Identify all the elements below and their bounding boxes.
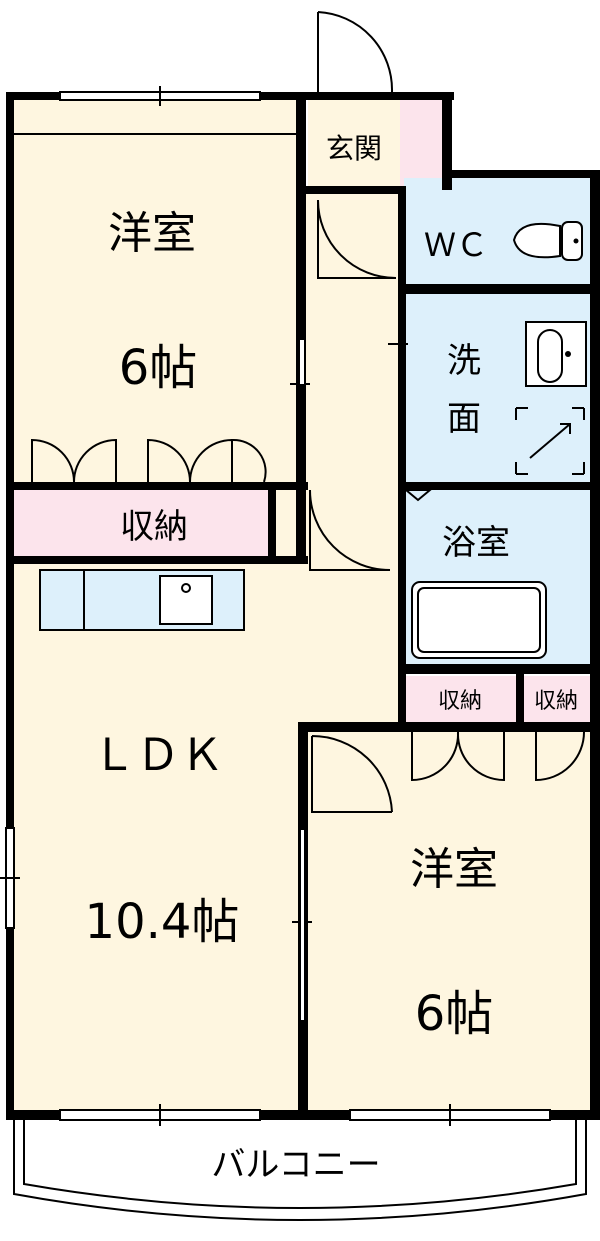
kitchen-sink-icon — [83, 570, 213, 630]
ldk-floor-upper — [272, 486, 398, 730]
balcony-outline — [13, 1120, 587, 1221]
toilet-icon — [512, 221, 583, 261]
storage-top-label: 収納 — [120, 507, 188, 547]
storage-right-2-label: 収納 — [534, 689, 578, 714]
western-room-top-floor — [12, 98, 302, 486]
ldk-floor — [12, 562, 304, 1114]
ldk-size: 10.4帖 — [85, 894, 240, 950]
storage-right-1-label: 収納 — [438, 689, 482, 714]
closet-doors-bottom — [411, 731, 585, 782]
washing-machine-space-icon — [515, 407, 585, 475]
doors — [290, 11, 433, 1020]
balcony-label: バルコニー — [211, 1145, 380, 1185]
storage-top-fill — [14, 490, 272, 556]
western-room-bottom-name: 洋室 — [410, 844, 498, 895]
western-room-bottom-floor — [304, 726, 592, 1114]
bathtub-icon — [411, 581, 547, 659]
western-room-top-name: 洋室 — [108, 208, 196, 259]
washroom-label-2: 面 — [447, 399, 481, 439]
storage-right-2-fill — [522, 676, 590, 724]
entrance-label: 玄関 — [326, 132, 382, 165]
balcony-rail — [23, 1120, 577, 1209]
washroom-label-1: 洗 — [447, 341, 481, 381]
western-room-bottom-size: 6帖 — [415, 986, 494, 1042]
closet-doors-top — [31, 438, 267, 483]
ldk-name: ＬＤＫ — [92, 730, 224, 781]
windows — [0, 86, 551, 1126]
bathroom-label: 浴室 — [442, 523, 510, 563]
entrance-step — [400, 100, 442, 190]
kitchen-counter — [39, 569, 245, 631]
washbasin-icon — [525, 321, 587, 387]
entrance-floor — [308, 100, 400, 190]
wc-label: ＷＣ — [424, 226, 488, 264]
western-room-top-size: 6帖 — [119, 340, 198, 396]
storage-right-1-fill — [404, 676, 516, 724]
